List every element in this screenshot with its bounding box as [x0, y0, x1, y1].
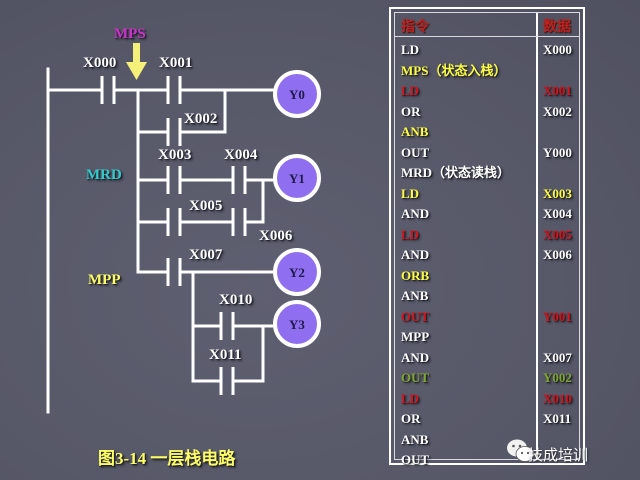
- column-divider: [536, 13, 538, 459]
- contact-X004: [231, 166, 247, 194]
- coil-label-Y2: Y2: [289, 265, 305, 280]
- instruction-cell: OR: [401, 411, 421, 426]
- table-row: AND X007: [395, 348, 579, 368]
- instruction-cell: LD: [401, 390, 420, 406]
- coil-Y3: [273, 300, 321, 348]
- contact-label-X005: X005: [189, 198, 223, 214]
- instruction-cell: AND: [401, 247, 430, 262]
- instruction-cell: ANB: [401, 288, 429, 303]
- table-row: MPS（状态入栈）: [395, 61, 579, 81]
- coil-Y1: [273, 154, 321, 202]
- instruction-cell: LD: [401, 185, 420, 201]
- data-cell: Y001: [543, 308, 572, 324]
- header-divider: [395, 36, 579, 37]
- mps-label: MPS: [114, 26, 146, 42]
- instruction-cell: ANB: [401, 124, 429, 139]
- coil-Y0: [273, 70, 321, 118]
- contact-X002: [166, 118, 182, 146]
- coil-label-Y3: Y3: [289, 317, 305, 332]
- data-cell: X001: [543, 83, 572, 98]
- contact-X000: [100, 76, 116, 104]
- data-cell: X010: [543, 390, 572, 406]
- contact-label-X003: X003: [158, 147, 192, 163]
- coil-label-Y1: Y1: [289, 171, 305, 186]
- instruction-cell: MPP: [401, 329, 430, 344]
- table-row: LD X001: [395, 81, 579, 101]
- watermark-text: 技成培训: [528, 446, 589, 464]
- instruction-cell: OUT: [401, 144, 430, 160]
- data-cell: X005: [543, 226, 572, 242]
- data-cell: X000: [543, 42, 572, 57]
- coil-label-Y0: Y0: [289, 87, 305, 102]
- mps-arrow-icon: [126, 43, 147, 80]
- table-row: MRD（状态读栈）: [395, 163, 579, 183]
- contact-label-X010: X010: [219, 292, 253, 308]
- instruction-cell: MPS（状态入栈）: [401, 62, 507, 78]
- instruction-cell: LD: [401, 42, 420, 57]
- contact-label-X002: X002: [184, 111, 218, 127]
- data-cell: X003: [543, 185, 572, 201]
- instruction-cell: ORB: [401, 267, 430, 283]
- instruction-cell: LD: [401, 226, 420, 242]
- contact-label-X007: X007: [189, 247, 223, 263]
- contact-X006: [231, 208, 247, 236]
- table-row: ORB: [395, 266, 579, 286]
- contact-label-X011: X011: [209, 347, 242, 363]
- table-row: LD X010: [395, 389, 579, 409]
- table-row: ANB: [395, 430, 579, 450]
- instruction-cell: OUT: [401, 370, 430, 385]
- table-row: OR X002: [395, 102, 579, 122]
- instruction-cell: AND: [401, 206, 430, 221]
- header-instruction: 指令: [401, 20, 429, 35]
- table-row: LD X000: [395, 40, 579, 60]
- figure-caption: 图3-14 一层栈电路: [98, 449, 236, 468]
- contact-label-X006: X006: [259, 228, 293, 244]
- header-data: 数据: [543, 20, 571, 35]
- table-row: OUT Y001: [395, 307, 579, 327]
- instruction-cell: ANB: [401, 431, 429, 447]
- table-row: ANB: [395, 286, 579, 306]
- contact-X007: [166, 258, 182, 286]
- contact-X011: [219, 367, 235, 395]
- mrd-label: MRD: [86, 167, 122, 183]
- data-cell: X007: [543, 349, 572, 365]
- table-row: OUT Y000: [395, 143, 579, 163]
- contact-label-X001: X001: [159, 55, 193, 71]
- contact-label-X004: X004: [224, 147, 258, 163]
- instruction-cell: OUT: [401, 452, 430, 467]
- table-row: AND X006: [395, 245, 579, 265]
- contact-X003: [166, 166, 182, 194]
- mpp-label: MPP: [88, 272, 121, 288]
- instruction-cell: OUT: [401, 308, 430, 324]
- table-row: OR X011: [395, 409, 579, 429]
- table-row: OUT: [395, 450, 579, 470]
- instruction-cell: MRD（状态读栈）: [401, 165, 511, 180]
- table-row: OUT Y002: [395, 368, 579, 388]
- contact-X001: [166, 76, 182, 104]
- table-row: LD X003: [395, 184, 579, 204]
- instruction-cell: OR: [401, 103, 421, 119]
- data-cell: X002: [543, 103, 572, 119]
- data-cell: Y000: [543, 144, 572, 160]
- data-cell: X004: [543, 206, 572, 221]
- table-row: LD X005: [395, 225, 579, 245]
- data-cell: Y002: [543, 370, 572, 385]
- data-cell: X011: [543, 411, 572, 426]
- coil-Y2: [273, 248, 321, 296]
- instruction-cell: AND: [401, 349, 430, 365]
- table-row: AND X004: [395, 204, 579, 224]
- wechat-icon: [507, 439, 535, 462]
- table-row: ANB: [395, 122, 579, 142]
- instruction-cell: LD: [401, 83, 420, 98]
- table-row: MPP: [395, 327, 579, 347]
- data-cell: X006: [543, 247, 572, 262]
- contact-label-X000: X000: [83, 55, 117, 71]
- contact-X010: [219, 312, 235, 340]
- contact-X005: [166, 208, 182, 236]
